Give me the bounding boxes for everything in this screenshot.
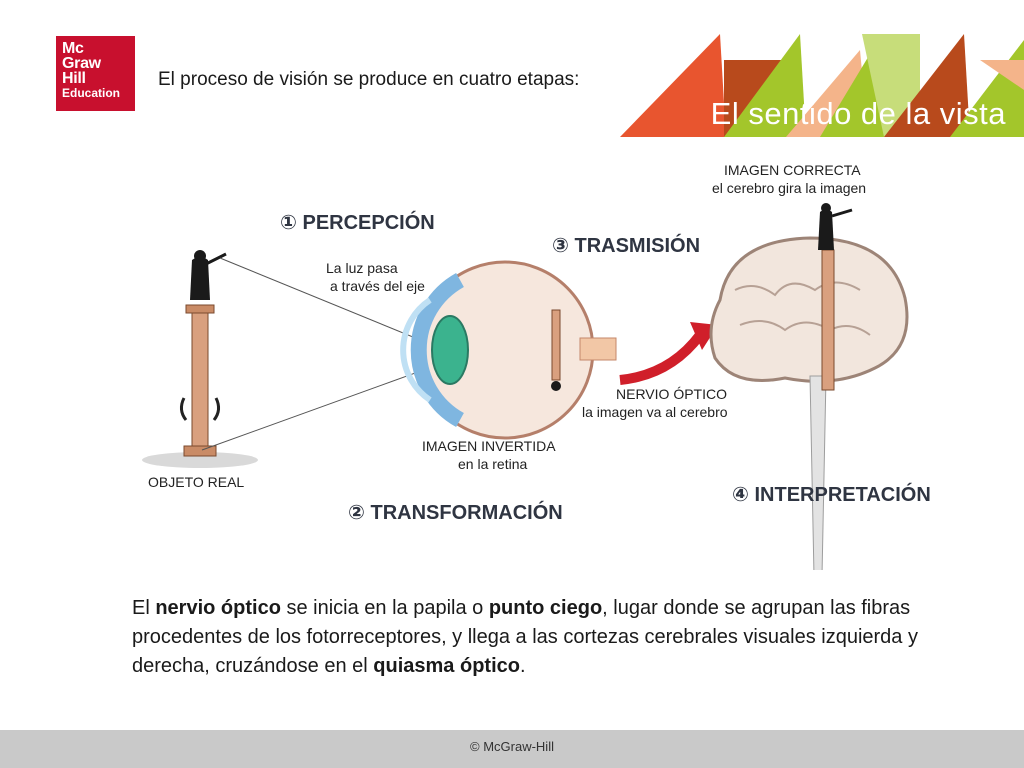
column-object-icon [179,250,227,457]
correct-label-2: el cerebro gira la imagen [712,180,867,196]
copyright-text: © McGraw-Hill [470,739,554,754]
object-shadow [142,452,258,468]
brain-icon [709,203,909,570]
light-label-1: La luz pasa [326,260,398,276]
term-optic-nerve: nervio óptico [155,597,281,619]
stage-interpretation: ④ INTERPRETACIÓN [732,484,931,506]
paragraph-text-2: se inicia en la papila o [280,597,489,619]
slide-title: El sentido de la vista [710,96,1006,131]
logo-line-4: Education [62,86,121,100]
paragraph-text-1: El [132,597,156,619]
object-label: OBJETO REAL [148,474,245,490]
logo-line-2: Graw [62,55,101,72]
inverted-label-2: en la retina [458,456,528,472]
optic-nerve-paragraph: El nervio óptico se inicia en la papila … [132,594,972,681]
banner-triangle-1 [620,34,726,137]
term-blind-spot: punto ciego [488,597,603,619]
light-label-2: a través del eje [330,278,425,294]
stage-perception: ① PERCEPCIÓN [280,212,435,234]
logo-line-1: Mc [62,40,84,57]
stage-transformation: ② TRANSFORMACIÓN [348,502,563,524]
logo-line-3: Hill [62,70,86,87]
intro-text: El proceso de visión se produce en cuatr… [158,69,580,90]
banner-triangle-5 [884,34,970,137]
correct-label-1: IMAGEN CORRECTA [724,162,861,178]
paragraph-text-4: . [519,655,526,677]
nerve-label-2: la imagen va al cerebro [582,404,728,420]
paragraph-text-3: , lugar donde se agrupan las fibras proc… [132,597,918,677]
mcgraw-hill-logo: Mc Graw Hill Education [56,36,135,111]
banner-triangle-2 [724,34,806,137]
stage-transmission: ③ TRASMISIÓN [552,235,701,257]
banner-triangle-7 [980,60,1024,90]
header-banner-graphic [620,34,1024,137]
nerve-label-1: NERVIO ÓPTICO [616,386,727,402]
inverted-label-1: IMAGEN INVERTIDA [422,438,556,454]
diagram-illustration [142,203,909,570]
term-optic-chiasm: quiasma óptico [373,655,520,677]
footer-bar: © McGraw-Hill [0,730,1024,768]
eye-cross-section-icon [400,260,617,440]
transmission-arrow [619,331,704,385]
vision-process-diagram: ① PERCEPCIÓN ② TRANSFORMACIÓN ③ TRASMISI… [130,150,960,570]
